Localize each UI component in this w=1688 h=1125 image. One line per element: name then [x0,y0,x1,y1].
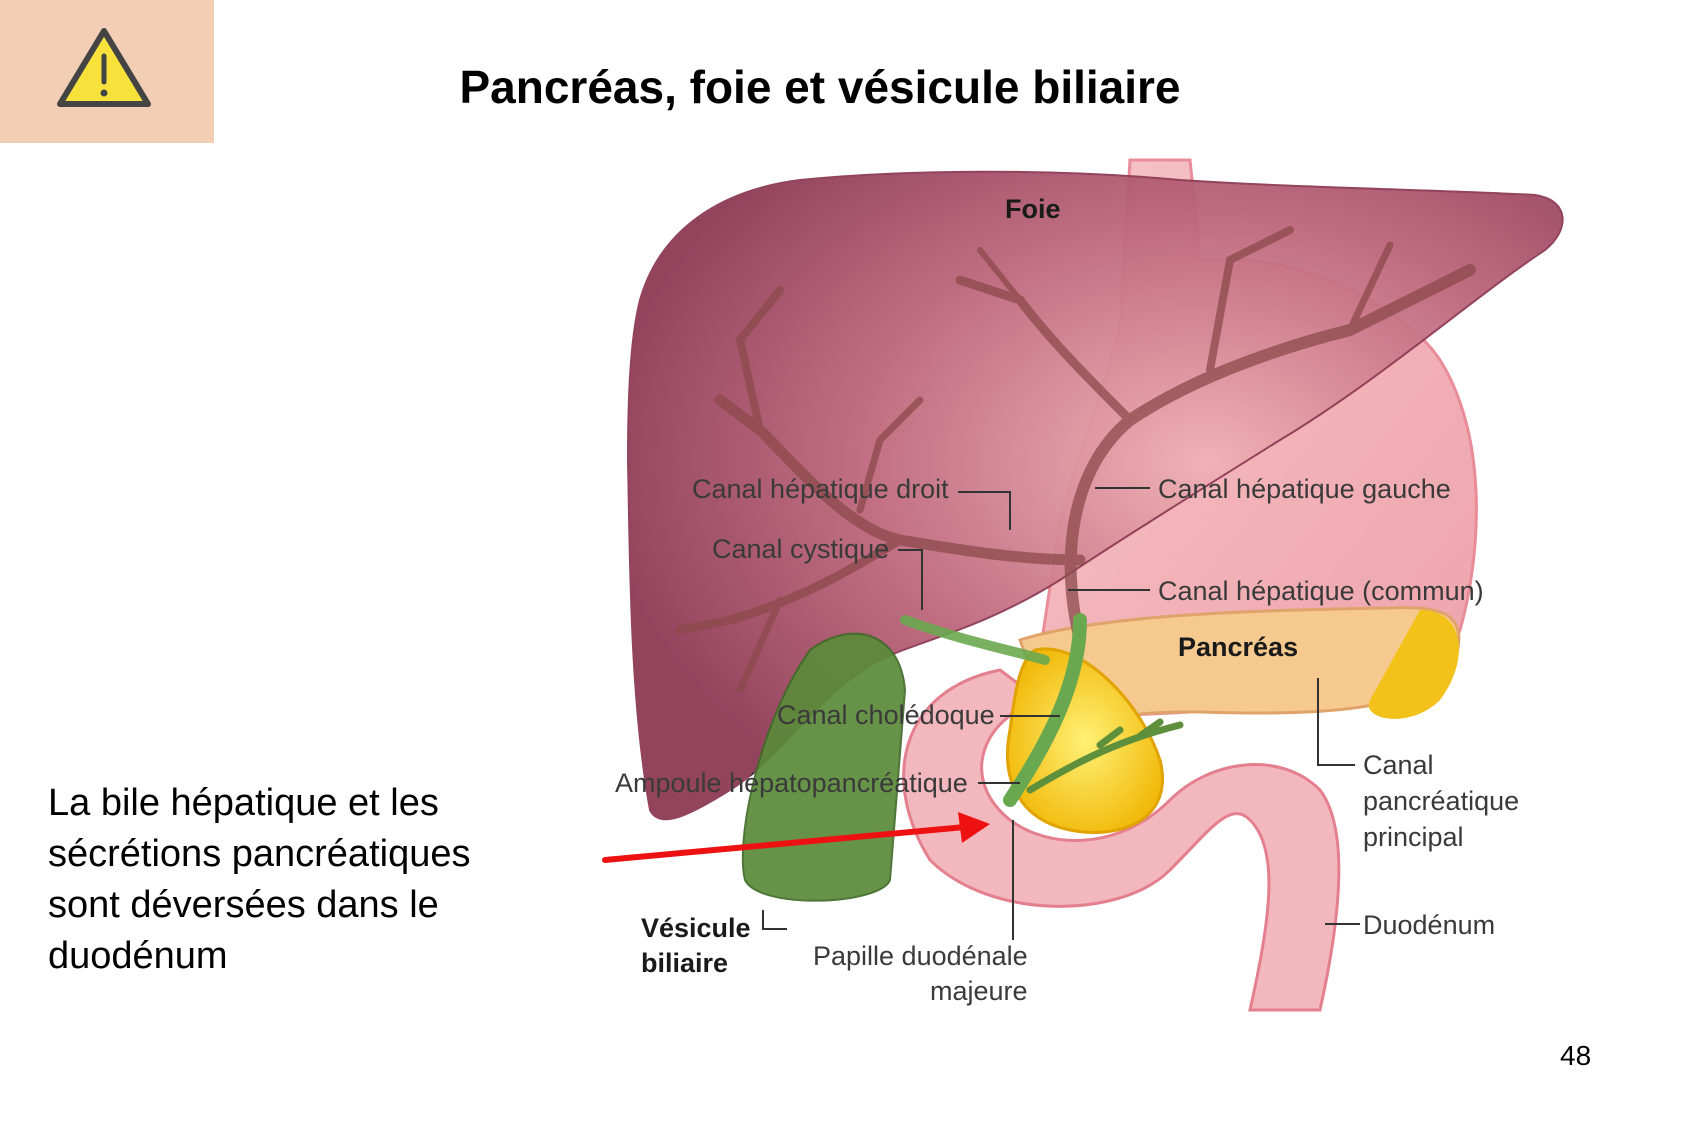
page-number: 48 [1560,1040,1592,1071]
label-papille-duodenale-majeure: Papille duodénale [813,941,1028,971]
explanation-line: La bile hépatique et les [48,782,439,824]
common-bile-duct [1003,613,1087,807]
label-canal-cystique: Canal cystique [712,534,889,564]
label-canal-pancreatique-principal: principal [1363,822,1464,852]
duodenum [902,668,1341,1012]
label-vesicule-biliaire: biliaire [641,948,728,978]
label-canal-hepatique-droit: Canal hépatique droit [692,474,949,504]
label-canal-hepatique-gauche: Canal hépatique gauche [1158,474,1451,504]
label-pancreas: Pancréas [1178,632,1298,662]
label-ampoule-hepatopancreatique: Ampoule hépatopancréatique [615,768,968,798]
label-foie: Foie [1005,194,1061,224]
label-duodenum: Duodénum [1363,910,1495,940]
explanation-line: duodénum [48,935,228,977]
explanation-text: La bile hépatique et les sécrétions panc… [48,778,608,982]
label-canal-hepatique-commun: Canal hépatique (commun) [1158,576,1484,606]
warning-triangle-icon [57,28,151,107]
biliary-tree [675,226,1476,694]
warning-panel [0,0,214,143]
leader-lines [762,487,1360,940]
red-arrow [602,812,990,863]
label-canal-pancreatique-principal: pancréatique [1363,786,1519,816]
slide-title: Pancréas, foie et vésicule biliaire [459,61,1181,113]
main-pancreatic-duct [1026,718,1184,794]
label-canal-pancreatique-principal: Canal [1363,750,1434,780]
explanation-line: sont déversées dans le [48,884,439,926]
label-vesicule-biliaire: Vésicule [641,913,751,943]
label-papille-duodenale-majeure: majeure [930,976,1028,1006]
label-canal-choledoque: Canal cholédoque [777,700,995,730]
explanation-line: sécrétions pancréatiques [48,833,471,875]
